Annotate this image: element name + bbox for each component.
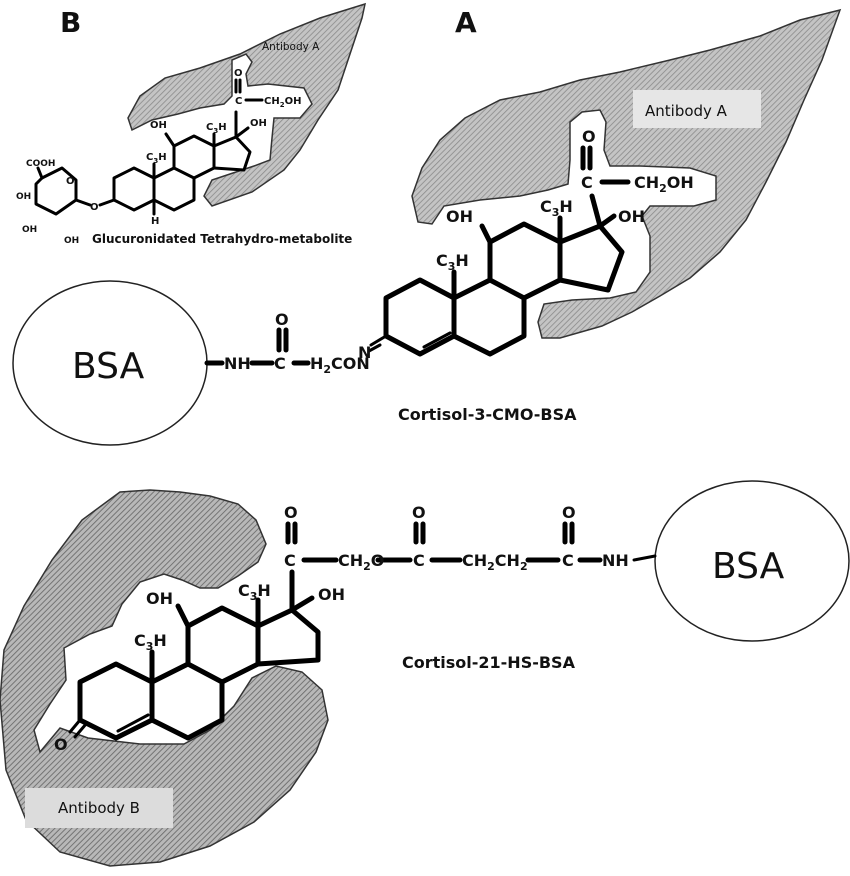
atom-nh-linker-a: NH: [224, 354, 251, 373]
conjugate-name-cmo: Cortisol-3-CMO-BSA: [398, 405, 577, 424]
atom-c-amide-a: C: [274, 354, 286, 373]
antibody-a-small-label: Antibody A: [262, 41, 320, 53]
atom-c-small: C: [235, 96, 242, 107]
atom-c3h-c13-a: C3H: [540, 197, 573, 219]
atom-c-amide-b: C: [562, 551, 574, 570]
atom-ch2ch2: CH2CH2: [462, 551, 528, 573]
cortisol-3-cmo-molecule: [204, 145, 631, 366]
atom-oh-c17-b: OH: [318, 585, 345, 604]
conjugate-name-hs: Cortisol-21-HS-BSA: [402, 653, 576, 672]
atom-oh-c17-small: OH: [250, 118, 267, 129]
atom-o-glycoside: O: [90, 202, 99, 213]
atom-o-ketone-a: O: [582, 127, 596, 146]
antibody-a-small-pocket: [127, 2, 367, 207]
atom-o-sugar-ring: O: [66, 176, 75, 187]
atom-ch2o: CH2O: [338, 551, 384, 573]
atom-ch2oh-small: CH2OH: [264, 96, 301, 109]
antibody-b-pocket: [0, 489, 329, 867]
atom-c-ester: C: [413, 551, 425, 570]
glucuronide-molecule: [34, 78, 264, 216]
atom-o-small: O: [234, 68, 243, 79]
bsa-carrier-bottom: [654, 480, 850, 642]
panel-label-b: B: [60, 6, 81, 39]
atom-h2con: H2CON: [310, 354, 370, 376]
atom-o-ester: O: [412, 503, 426, 522]
atom-o-c20-b: O: [284, 503, 298, 522]
atom-oh-sugar-3: OH: [64, 236, 79, 246]
bsa-label-top: BSA: [72, 346, 145, 387]
antibody-b-label: Antibody B: [58, 799, 140, 817]
atom-ch2oh-a: CH2OH: [634, 173, 694, 195]
atom-c3h-c13-small: C3H: [206, 122, 227, 135]
atom-oh-c17-a: OH: [618, 207, 645, 226]
atom-oh-c11-a: OH: [446, 207, 473, 226]
atom-c3h-c10-b: C3H: [134, 631, 167, 653]
bsa-label-bottom: BSA: [712, 546, 785, 587]
atom-h-c5-small: H: [151, 216, 159, 227]
atom-o-amide-b: O: [562, 503, 576, 522]
atom-nh-linker-b: NH: [602, 551, 629, 570]
conjugate-name-glucuronide: Glucuronidated Tetrahydro-metabolite: [92, 232, 352, 246]
atom-n-oxime: N: [358, 343, 371, 362]
atom-cooh: COOH: [26, 159, 55, 169]
atom-c-ketone-a: C: [581, 173, 593, 192]
atom-oh-sugar-2: OH: [22, 225, 37, 235]
antibody-a-label-box: [633, 90, 761, 128]
atom-c3h-c13-b: C3H: [238, 581, 271, 603]
atom-c-c20-b: C: [284, 551, 296, 570]
panel-label-a: A: [455, 6, 477, 39]
atom-oh-c11-small: OH: [150, 120, 167, 131]
cortisol-21-hs-molecule: [68, 521, 657, 741]
antibody-a-label: Antibody A: [645, 102, 728, 120]
atom-oh-sugar-1: OH: [16, 192, 31, 202]
atom-o-amide-a: O: [275, 310, 289, 329]
atom-oh-c11-b: OH: [146, 589, 173, 608]
atom-o-c3-ketone-b: O: [54, 735, 68, 754]
atom-c3h-c10-small: C3H: [146, 152, 167, 165]
antibody-b-label-box: [25, 788, 173, 828]
atom-c3h-c10-a: C3H: [436, 251, 469, 273]
